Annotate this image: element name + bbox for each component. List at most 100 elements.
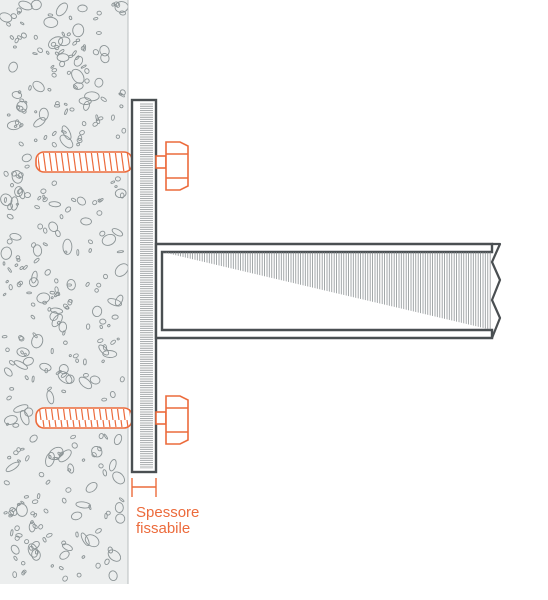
aggregate-stone	[10, 183, 14, 188]
aggregate-stone	[24, 100, 28, 104]
aggregate-stone	[31, 499, 39, 505]
aggregate-stone	[95, 528, 102, 534]
aggregate-stone	[94, 288, 99, 293]
aggregate-stone	[16, 447, 21, 453]
aggregate-stone	[14, 263, 19, 267]
aggregate-stone	[103, 273, 108, 280]
aggregate-stone	[76, 137, 83, 144]
aggregate-stone	[113, 433, 123, 446]
aggregate-stone	[42, 537, 47, 543]
aggregate-stone	[5, 461, 20, 473]
aggregate-stone	[18, 335, 24, 341]
aggregate-stone	[91, 445, 103, 458]
aggregate-stone	[119, 192, 125, 199]
aggregate-stone	[6, 395, 12, 401]
aggregate-stone	[25, 455, 30, 462]
aggregate-stone	[55, 370, 62, 375]
aggregate-stone	[54, 104, 61, 108]
aggregate-stone	[45, 452, 55, 467]
aggregate-stone	[82, 44, 87, 52]
aggregate-stone	[105, 510, 111, 516]
aggregate-stone	[9, 387, 15, 391]
aggregate-stone	[28, 277, 39, 288]
aggregate-stone	[71, 442, 78, 449]
aggregate-stone	[85, 323, 91, 330]
aggregate-stone	[13, 360, 28, 370]
aggregate-stone	[95, 31, 102, 35]
aggregate-stone	[119, 376, 125, 383]
aggregate-stone	[16, 347, 30, 358]
aggregate-stone	[115, 513, 126, 524]
aggregate-stone	[32, 524, 38, 529]
aggregate-stone	[70, 511, 83, 521]
aggregate-stone	[101, 233, 117, 246]
aggregate-stone	[50, 296, 54, 300]
aggregate-stone	[31, 334, 44, 349]
aggregate-stone	[44, 368, 49, 374]
aggregate-stone	[64, 108, 69, 116]
aggregate-stone	[57, 370, 73, 385]
aggregate-stone	[116, 337, 120, 341]
aggregate-stone	[102, 350, 118, 358]
aggregate-stone	[24, 164, 30, 169]
aggregate-stone	[59, 550, 70, 560]
aggregate-stone	[29, 434, 38, 443]
aggregate-stone	[63, 303, 69, 310]
aggregate-stone	[33, 34, 38, 40]
aggregate-stone	[101, 397, 108, 402]
aggregate-stone	[43, 508, 49, 514]
aggregate-stone	[28, 521, 36, 533]
aggregate-stone	[99, 230, 106, 237]
aggregate-stone	[77, 135, 83, 141]
aggregate-stone	[2, 292, 7, 297]
aggregate-stone	[20, 32, 27, 39]
aggregate-stone	[80, 217, 92, 226]
aggregate-stone	[98, 433, 104, 440]
aggregate-stone	[111, 314, 119, 320]
aggregate-stone	[96, 10, 102, 16]
aggregate-stone	[33, 257, 40, 264]
aggregate-stone	[20, 21, 25, 26]
aggregate-stone	[8, 284, 13, 291]
aggregate-stone	[39, 362, 52, 372]
aggregate-stone	[31, 540, 40, 550]
aggregate-stone	[112, 471, 125, 485]
concrete-aggregate	[0, 0, 129, 582]
aggregate-stone	[84, 68, 90, 74]
aggregate-stone	[85, 281, 90, 287]
aggregate-stone	[24, 192, 31, 199]
aggregate-stone	[19, 410, 30, 426]
aggregate-stone	[32, 80, 45, 93]
aggregate-stone	[17, 90, 22, 94]
aggregate-stone	[78, 376, 93, 390]
aggregate-stone	[107, 298, 123, 307]
aggregate-stone	[42, 194, 46, 200]
aggregate-stone	[46, 390, 55, 405]
aggregate-stone	[119, 10, 127, 16]
aggregate-stone	[67, 299, 73, 306]
aggregate-stone	[101, 359, 105, 364]
aggregate-stone	[0, 12, 13, 23]
aggregate-stone	[92, 200, 98, 206]
aggregate-stone	[43, 16, 59, 28]
aggregate-stone	[97, 446, 102, 452]
aggregate-stone	[32, 332, 38, 339]
aggregate-stone	[114, 185, 118, 188]
aggregate-stone	[38, 471, 45, 478]
aggregate-stone	[62, 330, 66, 336]
aggregate-stone	[6, 213, 14, 220]
aggregate-stone	[61, 540, 67, 546]
aggregate-stone	[61, 497, 67, 504]
aggregate-stone	[96, 210, 103, 216]
aggregate-stone	[20, 350, 24, 355]
aggregate-stone	[114, 176, 121, 182]
aggregate-stone	[119, 89, 126, 96]
aggregate-stone	[107, 323, 111, 328]
aggregate-stone	[75, 38, 81, 43]
aggregate-stone	[24, 539, 30, 545]
aggregate-stone	[18, 0, 33, 11]
aggregate-stone	[59, 60, 66, 68]
aggregate-stone	[28, 545, 34, 551]
aggregate-stone	[114, 188, 127, 199]
aggregate-stone	[10, 544, 20, 555]
